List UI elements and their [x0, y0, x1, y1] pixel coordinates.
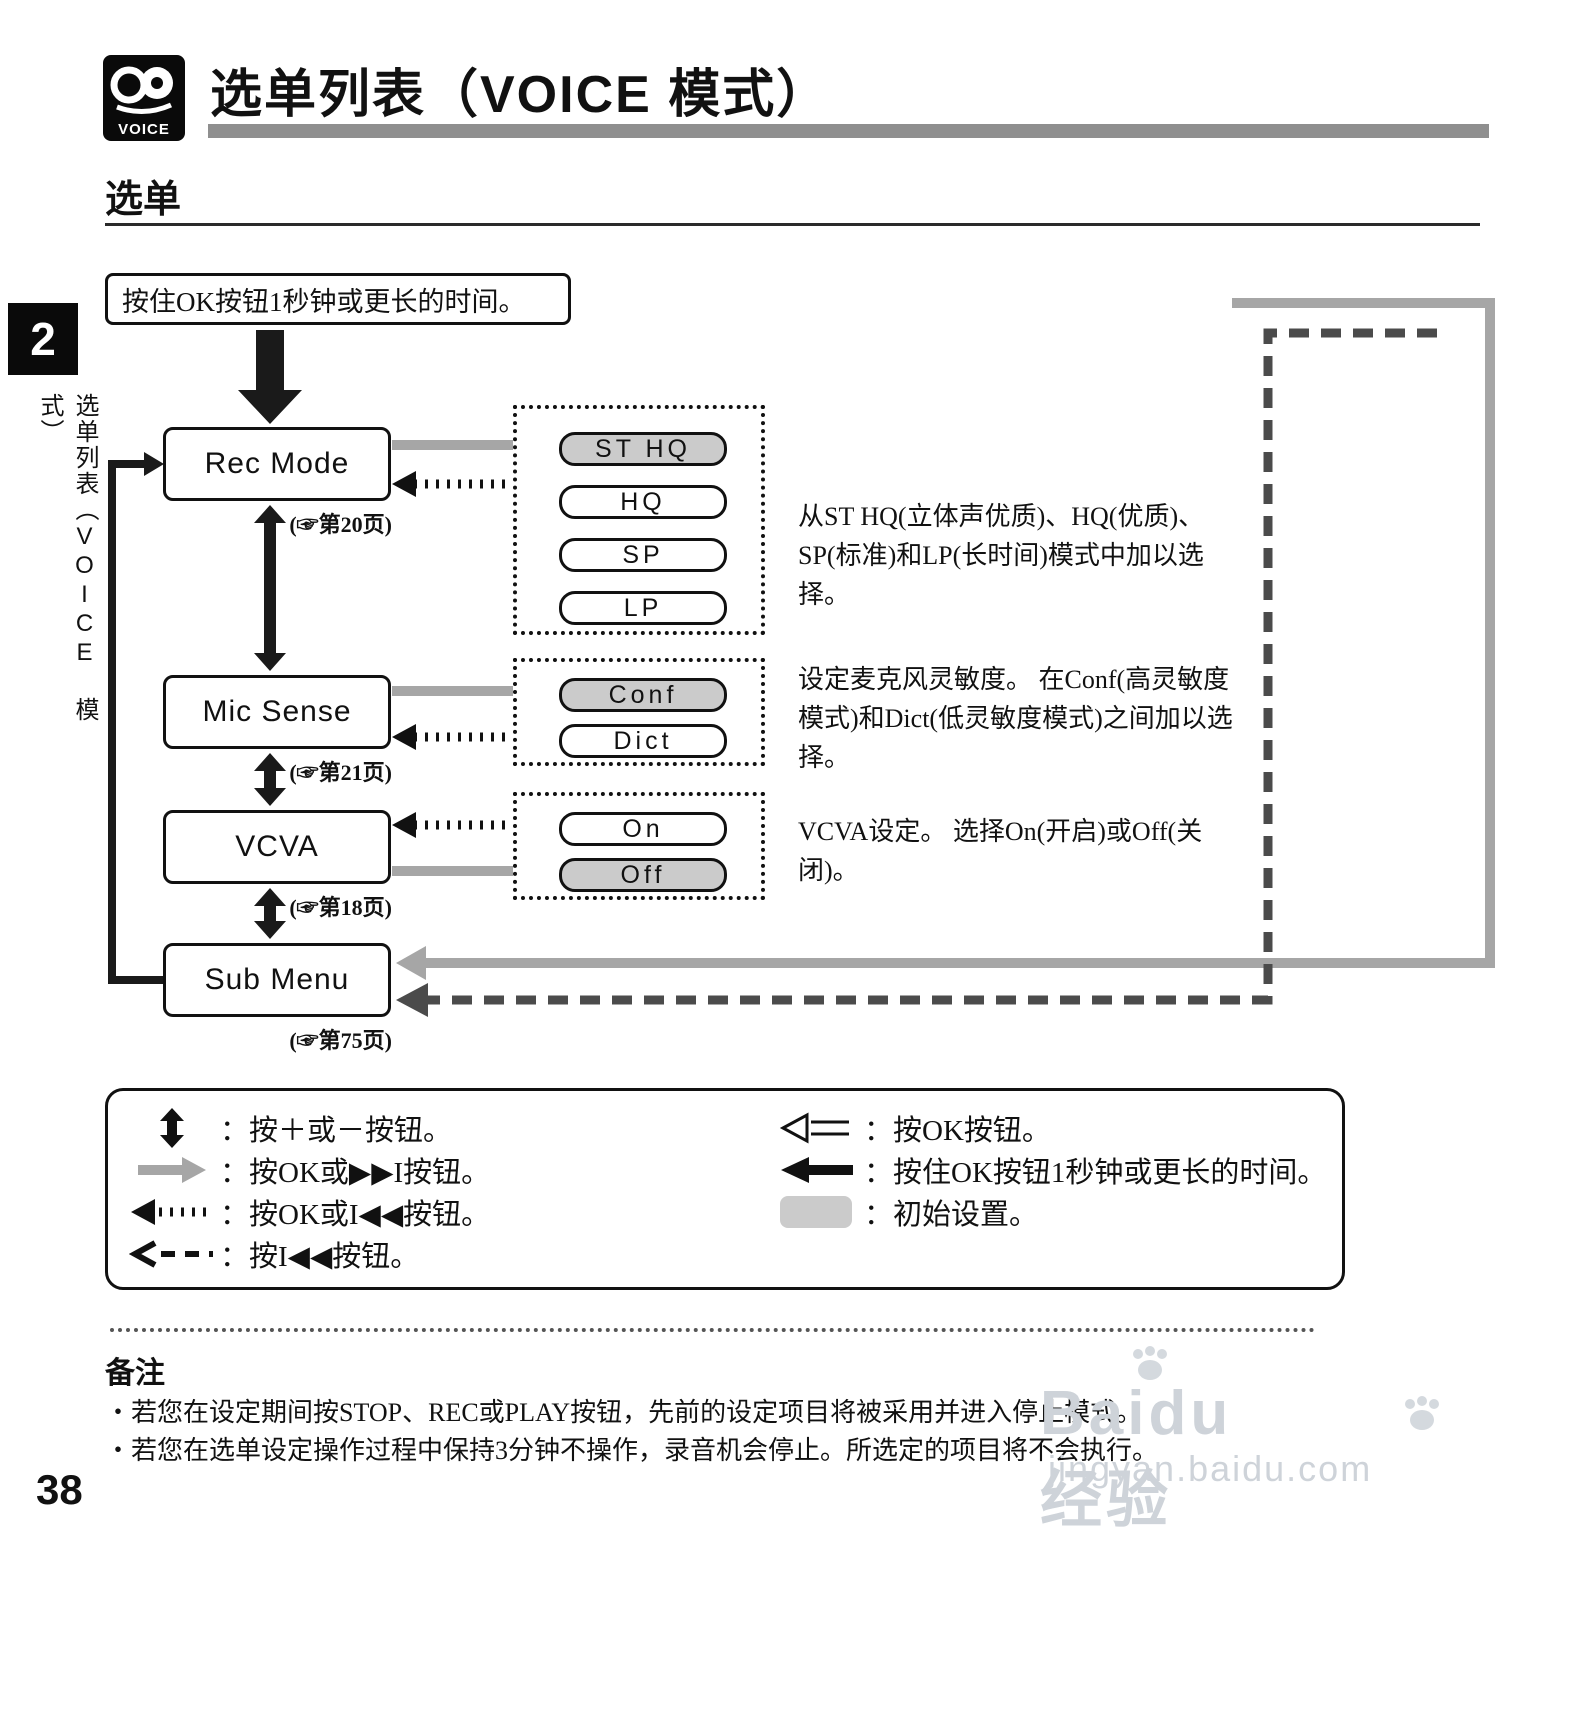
description-vcva: VCVA设定。 选择On(开启)或Off(关闭)。: [798, 817, 1203, 885]
legend-label: ：按I◀◀按钮。: [220, 1241, 420, 1273]
options-group-rec-mode: ST HQ HQ SP LP: [513, 405, 765, 635]
legend-row: ：按OK或I◀◀按钮。: [124, 1191, 490, 1233]
notes-separator: [110, 1328, 1315, 1332]
note-item: ・若您在设定期间按STOP、REC或PLAY按钮，先前的设定项目将被采用并进入停…: [105, 1398, 1143, 1427]
watermark-logo-text: Baidu 经验: [1040, 1379, 1233, 1535]
left-loop-line: [108, 452, 164, 984]
legend-box: ：按＋或－按钮。 ：按OK或▶▶I按钮。 ：按OK或I◀◀按钮。 ：按I◀◀按钮…: [105, 1088, 1345, 1290]
description-rec-mode: 从ST HQ(立体声优质)、HQ(优质)、SP(标准)和LP(长时间)模式中加以…: [798, 502, 1205, 609]
options-group-vcva: On Off: [513, 792, 765, 900]
notes-heading: 备注: [105, 1357, 165, 1390]
menu-box-rec-mode: Rec Mode: [163, 427, 391, 501]
page-ref-rec-mode: (☞第20页): [289, 512, 392, 537]
description-mic-sense: 设定麦克风灵敏度。 在Conf(高灵敏度模式)和Dict(低灵敏度模式)之间加以…: [798, 665, 1233, 772]
page-number: 38: [36, 1466, 83, 1513]
chapter-number-tab: 2: [8, 303, 78, 375]
option-st-hq: ST HQ: [559, 432, 727, 466]
double-vertical-arrow-icon: [124, 1106, 220, 1150]
legend-label: ：按＋或－按钮。: [220, 1115, 453, 1147]
start-instruction-box: 按住OK按钮1秒钟或更长的时间。: [105, 273, 571, 325]
legend-left-column: ：按＋或－按钮。 ：按OK或▶▶I按钮。 ：按OK或I◀◀按钮。 ：按I◀◀按钮…: [124, 1107, 490, 1275]
option-off: Off: [559, 858, 727, 892]
sidebar-vertical-label: 选单列表（VOICE 模式）: [36, 393, 98, 723]
voice-mode-icon-art: [110, 66, 173, 114]
legend-label: ：按OK或▶▶I按钮。: [220, 1157, 491, 1189]
legend-row: ：按＋或－按钮。: [124, 1107, 490, 1149]
legend-label: ：按OK按钮。: [864, 1115, 1051, 1147]
page-ref-sub-menu: (☞第75页): [289, 1028, 392, 1053]
note-item: ・若您在选单设定操作过程中保持3分钟不操作，录音机会停止。所选定的项目将不会执行…: [105, 1436, 1159, 1465]
gray-right-arrow-icon: [124, 1155, 220, 1185]
outline-left-arrow-icon: [768, 1110, 864, 1146]
option-lp: LP: [559, 591, 727, 625]
menu-box-vcva: VCVA: [163, 810, 391, 884]
menu-box-mic-sense: Mic Sense: [163, 675, 391, 749]
menu-box-sub-menu: Sub Menu: [163, 943, 391, 1017]
watermark-url: jingyan.baidu.com: [1048, 1448, 1373, 1489]
dotted-left-arrow-icon: [124, 1197, 220, 1227]
page-ref-mic-sense: (☞第21页): [289, 760, 392, 785]
section-underline: [105, 223, 1480, 226]
voice-mode-icon: VOICE: [103, 55, 185, 141]
solid-left-arrow-icon: [768, 1155, 864, 1185]
legend-row: ：按OK按钮。: [768, 1107, 1326, 1149]
watermark-paw-icon: [1405, 1396, 1439, 1430]
watermark-paw-icon: [1133, 1346, 1167, 1380]
option-dict: Dict: [559, 724, 727, 758]
option-sp: SP: [559, 538, 727, 572]
legend-label: ：按OK或I◀◀按钮。: [220, 1199, 491, 1231]
voice-icon-label: VOICE: [118, 121, 170, 138]
legend-row: ：按I◀◀按钮。: [124, 1233, 490, 1275]
legend-label: ：初始设置。: [864, 1199, 1039, 1231]
start-down-arrow: [238, 330, 302, 424]
dotted-back-arrows: [392, 471, 513, 838]
option-on: On: [559, 812, 727, 846]
legend-row: ：按住OK按钮1秒钟或更长的时间。: [768, 1149, 1326, 1191]
legend-right-column: ：按OK按钮。 ：按住OK按钮1秒钟或更长的时间。 ：初始设置。: [768, 1107, 1326, 1233]
title-underline-bar: [208, 124, 1489, 138]
section-heading: 选单: [105, 179, 182, 221]
legend-label: ：按住OK按钮1秒钟或更长的时间。: [864, 1157, 1327, 1189]
page-ref-vcva: (☞第18页): [289, 895, 392, 920]
shaded-box-icon: [768, 1196, 864, 1228]
dashed-left-arrow-icon: [124, 1239, 220, 1269]
option-hq: HQ: [559, 485, 727, 519]
legend-row: ：初始设置。: [768, 1191, 1326, 1233]
options-group-mic-sense: Conf Dict: [513, 658, 765, 766]
option-conf: Conf: [559, 678, 727, 712]
legend-row: ：按OK或▶▶I按钮。: [124, 1149, 490, 1191]
page-title: 选单列表（VOICE 模式）: [210, 66, 831, 124]
